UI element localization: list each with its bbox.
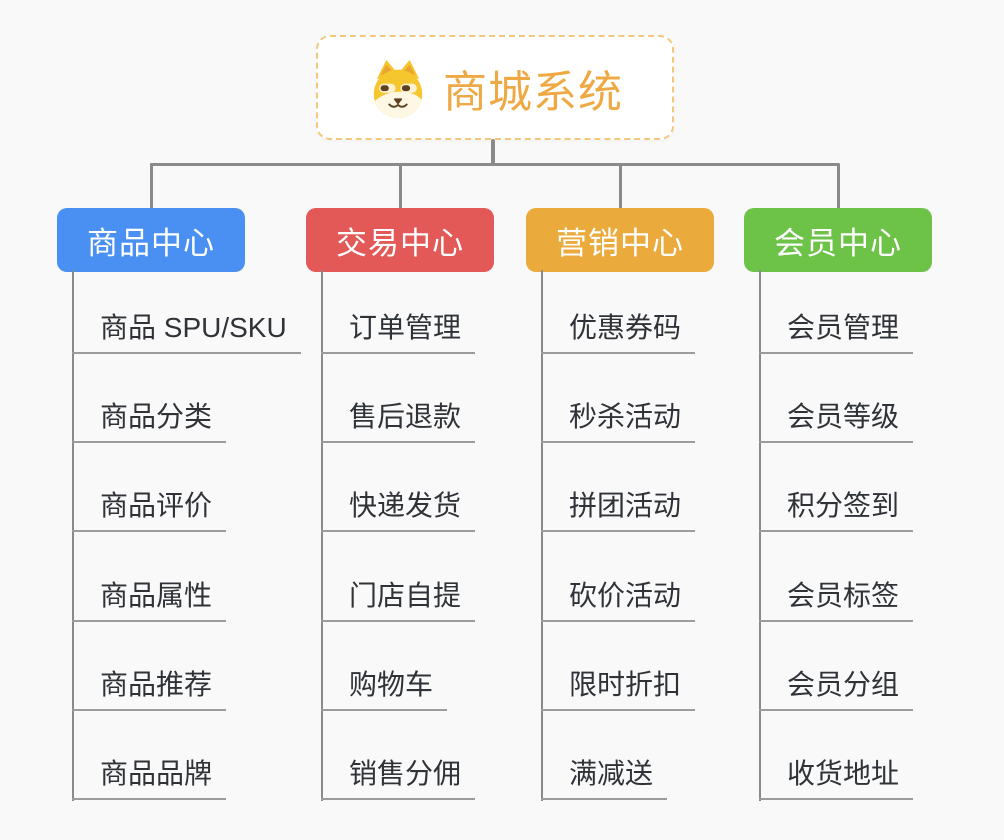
branch-box-marketing-center[interactable]: 营销中心 (526, 208, 714, 272)
leaf-label: 满减送 (569, 758, 654, 789)
leaf-label: 砍价活动 (569, 580, 682, 611)
leaf-node-marketing-center-2[interactable]: 拼团活动 (541, 488, 696, 532)
connector-root-feed (491, 139, 495, 166)
leaf-label: 秒杀活动 (569, 401, 682, 432)
leaf-node-marketing-center-5[interactable]: 满减送 (541, 756, 668, 800)
leaf-node-product-center-5[interactable]: 商品品牌 (72, 756, 227, 800)
branch-label: 商品中心 (87, 225, 215, 261)
root-node[interactable]: 商城系统 (316, 35, 674, 140)
root-title: 商城系统 (443, 67, 623, 117)
leaf-node-trade-center-3[interactable]: 门店自提 (321, 578, 476, 622)
leaf-node-product-center-0[interactable]: 商品 SPU/SKU (72, 310, 301, 354)
leaf-label: 快递发货 (349, 490, 462, 521)
leaf-node-product-center-4[interactable]: 商品推荐 (72, 667, 227, 711)
leaf-label: 售后退款 (349, 401, 462, 432)
leaf-node-member-center-3[interactable]: 会员标签 (759, 578, 914, 622)
leaf-node-trade-center-2[interactable]: 快递发货 (321, 488, 476, 532)
leaf-label: 商品 SPU/SKU (100, 312, 287, 343)
leaf-label: 会员管理 (787, 312, 900, 343)
leaf-node-trade-center-0[interactable]: 订单管理 (321, 310, 476, 354)
connector-horizontal-rail (150, 163, 839, 166)
leaf-node-member-center-5[interactable]: 收货地址 (759, 756, 914, 800)
leaf-node-marketing-center-3[interactable]: 砍价活动 (541, 578, 696, 622)
leaf-node-marketing-center-1[interactable]: 秒杀活动 (541, 399, 696, 443)
connector-drop-trade-center (399, 163, 402, 210)
leaf-label: 收货地址 (787, 758, 900, 789)
dog-icon (367, 57, 429, 119)
leaf-label: 积分签到 (787, 490, 900, 521)
leaf-node-member-center-4[interactable]: 会员分组 (759, 667, 914, 711)
connector-column-line-marketing-center (541, 270, 543, 801)
leaf-node-marketing-center-4[interactable]: 限时折扣 (541, 667, 696, 711)
leaf-label: 商品评价 (100, 490, 213, 521)
leaf-label: 优惠券码 (569, 312, 682, 343)
leaf-node-member-center-1[interactable]: 会员等级 (759, 399, 914, 443)
leaf-node-product-center-3[interactable]: 商品属性 (72, 578, 227, 622)
leaf-node-trade-center-5[interactable]: 销售分佣 (321, 756, 476, 800)
connector-drop-marketing-center (619, 163, 622, 210)
connector-column-line-trade-center (321, 270, 323, 801)
branch-box-product-center[interactable]: 商品中心 (57, 208, 245, 272)
branch-label: 交易中心 (336, 225, 464, 261)
leaf-label: 会员标签 (787, 580, 900, 611)
leaf-label: 商品推荐 (100, 669, 213, 700)
leaf-label: 拼团活动 (569, 490, 682, 521)
leaf-label: 购物车 (349, 669, 434, 700)
leaf-label: 门店自提 (349, 580, 462, 611)
connector-drop-product-center (150, 163, 153, 210)
leaf-label: 商品分类 (100, 401, 213, 432)
connector-column-line-product-center (72, 270, 74, 801)
branch-box-trade-center[interactable]: 交易中心 (306, 208, 494, 272)
leaf-label: 限时折扣 (569, 669, 682, 700)
branch-label: 营销中心 (556, 225, 684, 261)
leaf-node-trade-center-4[interactable]: 购物车 (321, 667, 448, 711)
leaf-node-product-center-2[interactable]: 商品评价 (72, 488, 227, 532)
leaf-label: 销售分佣 (349, 758, 462, 789)
leaf-node-member-center-2[interactable]: 积分签到 (759, 488, 914, 532)
branch-label: 会员中心 (774, 225, 902, 261)
leaf-node-member-center-0[interactable]: 会员管理 (759, 310, 914, 354)
connector-drop-member-center (837, 163, 840, 210)
leaf-label: 会员分组 (787, 669, 900, 700)
leaf-label: 商品品牌 (100, 758, 213, 789)
leaf-node-product-center-1[interactable]: 商品分类 (72, 399, 227, 443)
leaf-node-trade-center-1[interactable]: 售后退款 (321, 399, 476, 443)
leaf-label: 会员等级 (787, 401, 900, 432)
leaf-label: 订单管理 (349, 312, 462, 343)
leaf-node-marketing-center-0[interactable]: 优惠券码 (541, 310, 696, 354)
connector-column-line-member-center (759, 270, 761, 801)
leaf-label: 商品属性 (100, 580, 213, 611)
branch-box-member-center[interactable]: 会员中心 (744, 208, 932, 272)
